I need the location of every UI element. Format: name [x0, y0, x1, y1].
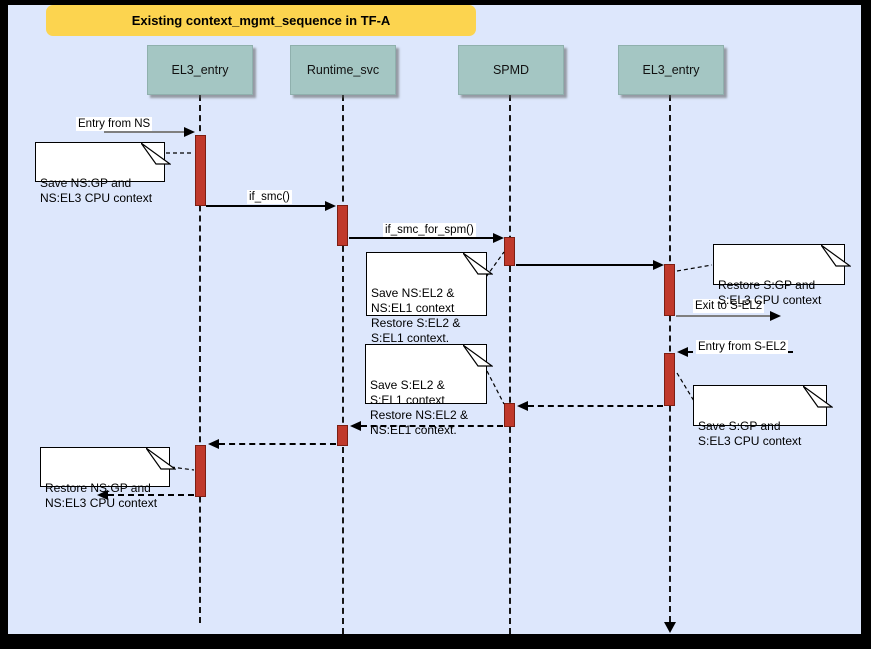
note-fold-icon [821, 244, 851, 267]
diagram-title: Existing context_mgmt_sequence in TF-A [46, 5, 476, 36]
note-save-ns-gp: Save NS:GP and NS:EL3 CPU context [35, 142, 171, 205]
arrowhead-left-icon [350, 421, 361, 431]
note-text: Save S:EL2 & S:EL1 context Restore NS:EL… [370, 378, 469, 437]
note-connector [486, 370, 505, 405]
arrowhead-right-icon [493, 233, 504, 243]
activation-el3-left-2 [195, 445, 206, 497]
lifeline-header-label: EL3_entry [642, 63, 700, 77]
note-text: Save NS:EL2 & NS:EL1 context Restore S:E… [371, 286, 461, 345]
activation-el3-left-1 [195, 135, 206, 206]
note-text: Save S:GP and S:EL3 CPU context [698, 419, 802, 448]
note-restore-s-gp: Restore S:GP and S:EL3 CPU context [713, 244, 851, 307]
note-fold-icon [463, 344, 493, 367]
lifeline-end-arrow-icon [664, 622, 676, 633]
message-if-smc-for-spm-line [349, 237, 493, 239]
message-exit-to-s-el2-label: Exit to S-EL2 [693, 299, 765, 313]
lifeline-spmd [509, 95, 511, 634]
arrowhead-left-icon [677, 347, 688, 357]
message-return-el3-to-spmd-line [528, 405, 663, 407]
message-if-smc-line [206, 205, 325, 207]
arrowhead-right-icon [653, 260, 664, 270]
lifeline-header-el3-entry-right: EL3_entry [618, 45, 724, 95]
arrowhead-right-icon [770, 311, 781, 321]
activation-runtime-svc-1 [337, 205, 348, 246]
diagram-canvas [8, 5, 861, 634]
note-save-s-gp: Save S:GP and S:EL3 CPU context [693, 385, 833, 448]
message-entry-from-ns-line [104, 131, 184, 133]
message-entry-from-s-el2-label: Entry from S-EL2 [696, 340, 789, 354]
arrowhead-right-icon [325, 201, 336, 211]
note-fold-icon [141, 142, 171, 165]
note-text: Save NS:GP and NS:EL3 CPU context [40, 176, 153, 205]
message-if-smc-label: if_smc() [247, 190, 292, 204]
note-connector [676, 264, 713, 272]
lifeline-header-label: Runtime_svc [306, 63, 380, 77]
note-text: Restore NS:GP and NS:EL3 CPU context [45, 481, 158, 510]
message-spmd-to-el3-line [516, 264, 653, 266]
note-fold-icon [803, 385, 833, 408]
activation-spmd-1 [504, 237, 515, 266]
note-connector [676, 372, 695, 402]
note-connector [170, 466, 195, 471]
note-fold-icon [463, 252, 493, 275]
arrowhead-left-icon [208, 439, 219, 449]
message-if-smc-for-spm-label: if_smc_for_spm() [383, 223, 476, 237]
activation-el3-right-1 [664, 264, 675, 316]
activation-el3-right-2 [664, 353, 675, 406]
note-connector [485, 251, 505, 278]
message-return-runtime-to-el3-line [219, 443, 336, 445]
arrowhead-right-icon [184, 127, 195, 137]
note-save-ns-el2: Save NS:EL2 & NS:EL1 context Restore S:E… [366, 252, 493, 345]
lifeline-runtime-svc [342, 95, 344, 634]
activation-runtime-svc-2 [337, 425, 348, 446]
arrowhead-left-icon [517, 401, 528, 411]
note-save-s-el2: Save S:EL2 & S:EL1 context Restore NS:EL… [365, 344, 493, 437]
message-return-spmd-to-runtime-line [361, 425, 503, 427]
lifeline-header-runtime-svc: Runtime_svc [290, 45, 396, 95]
lifeline-header-label: EL3_entry [171, 63, 229, 77]
activation-spmd-2 [504, 403, 515, 427]
arrowhead-left-icon [97, 490, 108, 500]
message-return-to-ns-line [108, 494, 194, 496]
lifeline-el3-entry-left [199, 95, 201, 623]
message-entry-from-ns-label: Entry from NS [76, 117, 153, 131]
note-fold-icon [146, 447, 176, 470]
note-restore-ns-gp: Restore NS:GP and NS:EL3 CPU context [40, 447, 176, 510]
note-text: Restore S:GP and S:EL3 CPU context [718, 278, 822, 307]
lifeline-header-label: SPMD [492, 63, 530, 77]
lifeline-header-spmd: SPMD [458, 45, 564, 95]
lifeline-header-el3-entry-left: EL3_entry [147, 45, 253, 95]
message-exit-to-s-el2-line [676, 315, 770, 317]
